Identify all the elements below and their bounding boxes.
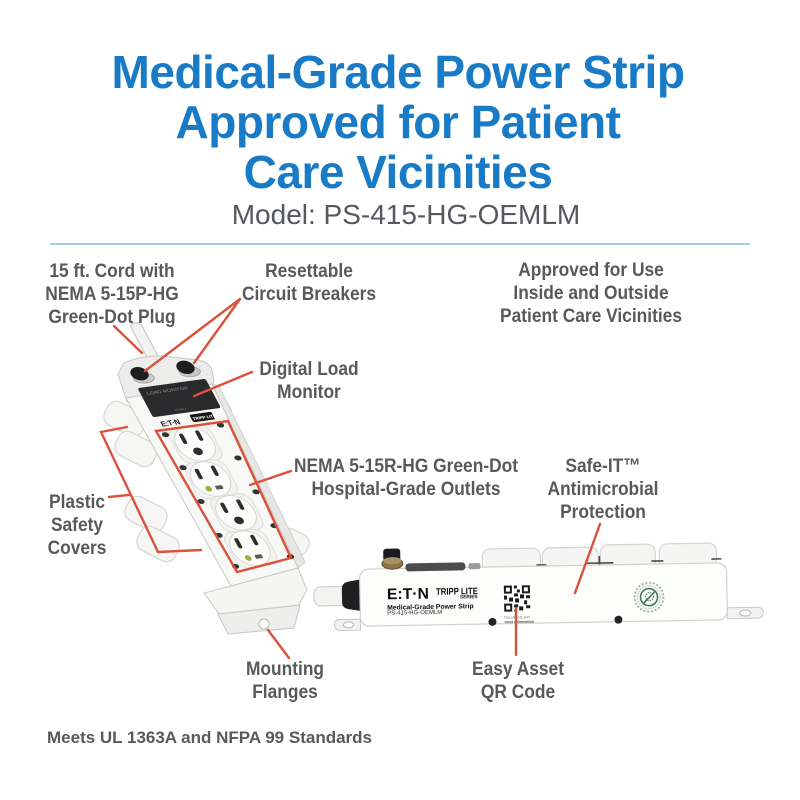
svg-text:PS-415-HG-OEMLM: PS-415-HG-OEMLM (387, 610, 442, 617)
svg-text:LOAD MONITOR: LOAD MONITOR (146, 386, 189, 396)
svg-text:E:T·N: E:T·N (387, 585, 429, 603)
svg-text:more information: more information (504, 620, 534, 625)
svg-text:E:T·N: E:T·N (159, 418, 182, 429)
svg-text:Medical-Grade Power Strip: Medical-Grade Power Strip (387, 603, 474, 612)
svg-text:TRIPP·LITE: TRIPP·LITE (192, 413, 217, 421)
svg-text:TRIPP LITE: TRIPP LITE (436, 586, 478, 598)
svg-text:kW•A•V: kW•A•V (174, 407, 188, 412)
svg-text:SERIES: SERIES (460, 594, 478, 600)
